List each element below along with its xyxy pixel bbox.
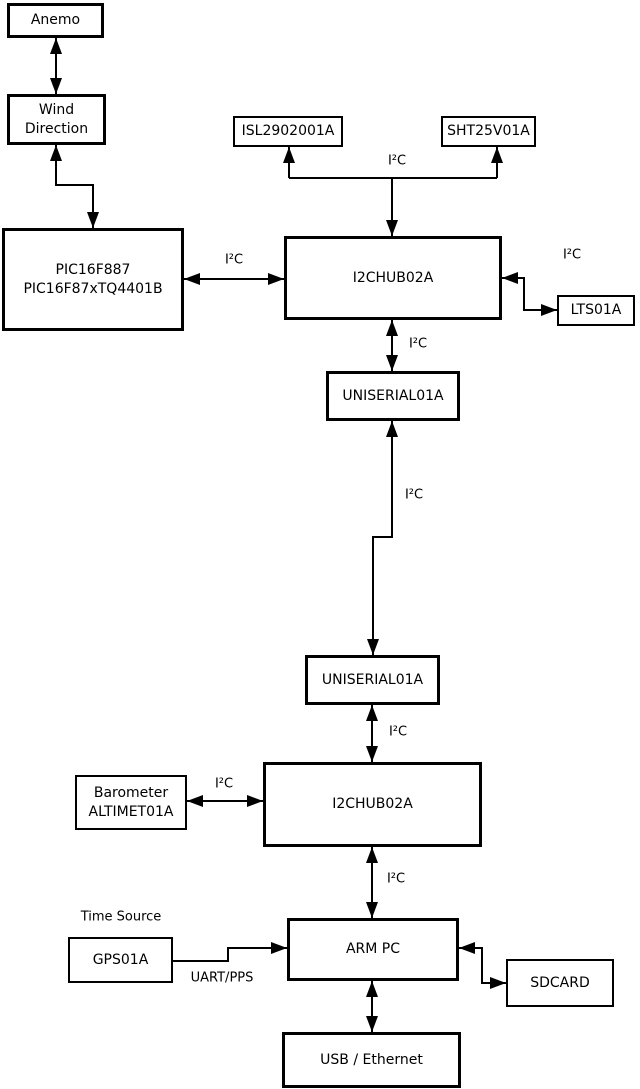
edge-gps-armpc [173,942,287,962]
node-pic: PIC16F887 PIC16F87xTQ4401B [2,228,184,331]
node-wind-direction-label-2: Direction [24,120,89,137]
edge-label-time-source: Time Source [80,909,162,925]
node-arm-pc-label: ARM PC [345,941,401,958]
edge-hub-top-lts [502,272,557,316]
edge-uniserial-top-uniserial-bottom [367,421,398,655]
node-lts-label: LTS01A [570,302,622,319]
node-i2c-hub-bottom: I2CHUB02A [263,762,482,847]
edge-label-i2c-hub-lts: I²C [562,247,582,263]
node-sht: SHT25V01A [441,116,536,147]
node-pic-label-1: PIC16F887 [55,262,131,279]
node-anemo: Anemo [7,3,104,38]
node-usb-ethernet-label: USB / Ethernet [320,1051,423,1068]
node-i2c-hub-bottom-label: I2CHUB02A [332,796,413,813]
node-sdcard-label: SDCARD [530,974,590,991]
node-wind-direction-label-1: Wind [38,102,75,119]
node-isl: ISL2902001A [233,116,343,147]
node-wind-direction: Wind Direction [7,94,106,145]
edge-label-i2c-hub-armpc: I²C [386,871,406,887]
node-uniserial-bottom: UNISERIAL01A [305,655,440,705]
node-arm-pc: ARM PC [287,918,459,981]
node-i2c-hub-top-label: I2CHUB02A [352,269,434,286]
node-gps-label: GPS01A [92,951,149,968]
node-barometer: Barometer ALTIMET01A [75,775,187,830]
node-uniserial-top-label: UNISERIAL01A [342,387,444,404]
node-pic-label-2: PIC16F87xTQ4401B [23,280,163,297]
node-sdcard: SDCARD [506,959,614,1007]
edge-label-uart-pps: UART/PPS [190,970,254,986]
edge-label-i2c-uniserial-hub: I²C [388,724,408,740]
edge-wind-pic [50,145,99,228]
node-barometer-label-1: Barometer [93,785,169,802]
node-anemo-label: Anemo [30,12,81,29]
edge-label-i2c-bus: I²C [387,153,407,169]
node-uniserial-bottom-label: UNISERIAL01A [321,671,424,688]
edge-label-i2c-barometer: I²C [214,776,234,792]
node-sht-label: SHT25V01A [447,123,530,140]
node-uniserial-top: UNISERIAL01A [326,371,460,421]
node-gps: GPS01A [68,937,173,983]
edge-label-i2c-hub-uniserial: I²C [408,336,428,352]
edge-label-i2c-pic-hub: I²C [224,252,244,268]
node-lts: LTS01A [557,295,635,326]
node-barometer-label-2: ALTIMET01A [88,803,174,820]
edge-label-i2c-uniserial-link: I²C [404,487,424,503]
node-i2c-hub-top: I2CHUB02A [284,236,502,320]
edge-armpc-sdcard [459,942,506,989]
node-usb-ethernet: USB / Ethernet [282,1032,461,1088]
node-isl-label: ISL2902001A [241,123,335,140]
